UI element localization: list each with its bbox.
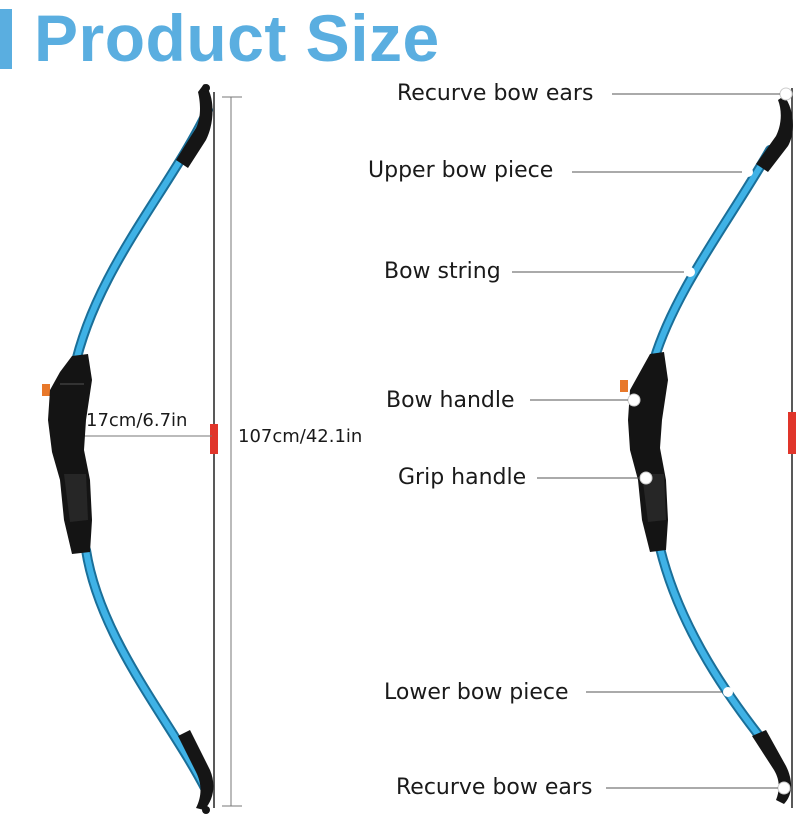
page-title: Product Size [34, 1, 440, 75]
left-bow [42, 84, 242, 814]
leader-lines [512, 93, 780, 789]
length-label: 107cm/42.1in [238, 426, 363, 447]
label-upper-bow-piece: Upper bow piece [368, 158, 554, 183]
right-upper-ear [756, 96, 793, 172]
marker-dot-handle [627, 393, 641, 407]
label-lower-bow-piece: Lower bow piece [384, 680, 569, 705]
depth-label: 17cm/6.7in [86, 410, 188, 431]
label-bow-string: Bow string [384, 259, 501, 284]
label-recurve-ears-bottom: Recurve bow ears [396, 775, 593, 800]
marker-dot-lower-limb [723, 687, 733, 697]
marker-dot-grip [639, 471, 653, 485]
left-upper-ear [176, 84, 213, 168]
marker-dot-string [685, 267, 695, 277]
marker-dot-recurve-bottom [777, 781, 791, 795]
left-lower-ear [178, 730, 214, 810]
label-recurve-ears-top: Recurve bow ears [397, 81, 594, 106]
label-bow-handle: Bow handle [386, 388, 515, 413]
left-arrow-rest [42, 384, 50, 396]
right-string-nock [788, 412, 796, 454]
right-lower-limb [655, 543, 777, 757]
title-accent-bar [0, 9, 12, 69]
marker-dot-upper-limb [743, 167, 753, 177]
marker-dot-recurve-top [779, 87, 793, 101]
right-bow [620, 87, 796, 808]
left-string-nock [210, 424, 218, 454]
label-grip-handle: Grip handle [398, 465, 527, 490]
right-arrow-rest [620, 380, 628, 392]
